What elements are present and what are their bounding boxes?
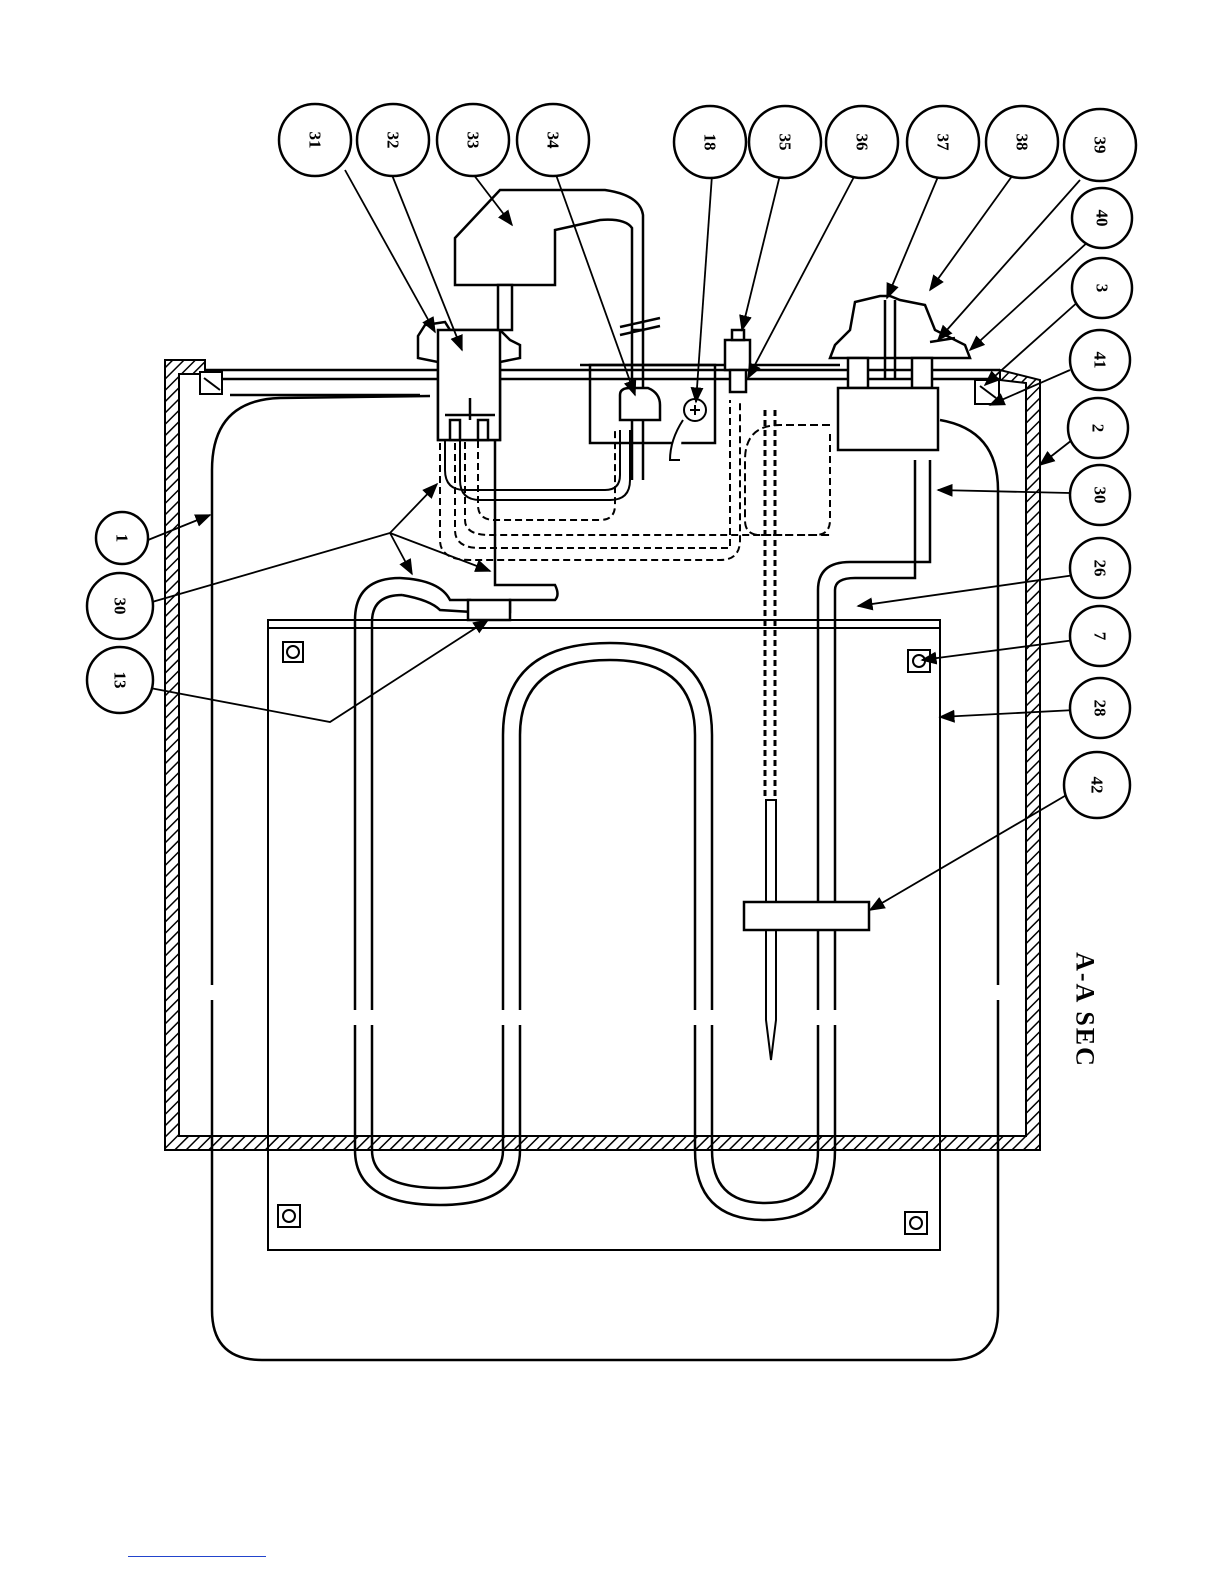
callout-3: 3 [1072,258,1132,318]
callout-26: 26 [1070,538,1130,598]
callout-34: 34 [517,104,589,176]
svg-text:33: 33 [464,132,483,149]
callout-38: 38 [986,106,1058,178]
svg-text:28: 28 [1091,700,1110,717]
svg-text:2: 2 [1089,424,1108,433]
fastener-left [200,372,222,394]
callout-18: 18 [674,106,746,178]
svg-text:40: 40 [1093,210,1112,227]
leader-lines [148,170,1090,910]
pilot-valve [670,399,706,460]
svg-text:7: 7 [1091,632,1110,641]
svg-text:34: 34 [544,132,563,150]
limit-switch [725,330,750,392]
svg-text:32: 32 [384,132,403,149]
outer-casing [165,360,1040,1150]
callout-13: 13 [87,647,153,713]
svg-text:26: 26 [1091,560,1110,577]
callout-42: 42 [1064,752,1130,818]
valve-assembly-right [830,296,970,450]
callout-40: 40 [1072,188,1132,248]
callout-30-right: 30 [1070,465,1130,525]
callout-28: 28 [1070,678,1130,738]
svg-text:37: 37 [934,134,953,152]
inner-liner [212,396,998,1360]
svg-text:3: 3 [1093,284,1112,293]
callout-33: 33 [437,104,509,176]
callout-36: 36 [826,106,898,178]
svg-text:42: 42 [1088,777,1107,794]
footer-rule [128,1556,266,1557]
svg-text:1: 1 [113,534,132,543]
svg-text:36: 36 [853,134,872,151]
svg-text:35: 35 [776,134,795,151]
callout-41: 41 [1070,330,1130,390]
svg-text:18: 18 [701,134,720,151]
sensor-bracket [744,902,869,930]
svg-text:39: 39 [1091,137,1110,154]
svg-text:41: 41 [1091,352,1110,369]
sensor-tube [765,410,776,1060]
svg-text:30: 30 [1091,487,1110,504]
callout-2: 2 [1068,398,1128,458]
svg-text:30: 30 [111,598,130,615]
heater-plate [268,620,940,1250]
terminal-block-left [418,322,520,440]
element-fitting [400,420,558,620]
callout-1: 1 [96,512,148,564]
callout-7: 7 [1070,606,1130,666]
dashed-box-right [745,425,830,535]
callout-35: 35 [749,106,821,178]
callout-37: 37 [907,106,979,178]
callout-32: 32 [357,104,429,176]
callout-39: 39 [1064,109,1136,181]
svg-text:13: 13 [111,672,130,689]
svg-text:38: 38 [1013,134,1032,151]
section-label: A-A SEC [1071,952,1100,1068]
callout-30-left: 30 [87,573,153,639]
heating-element [355,460,930,1220]
svg-text:31: 31 [306,132,325,149]
callout-31: 31 [279,104,351,176]
